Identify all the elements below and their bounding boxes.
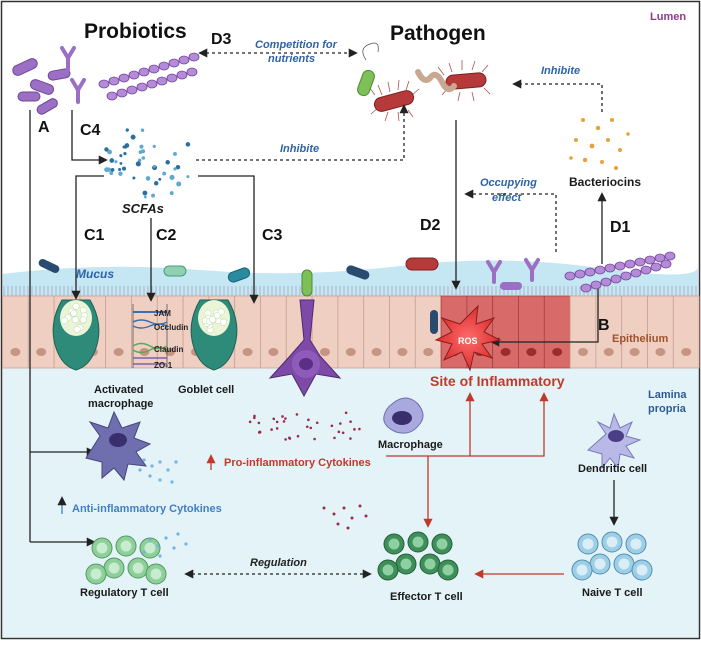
scfa-particles	[104, 128, 191, 199]
code-d1: D1	[610, 219, 631, 236]
activated-macrophage-cell	[85, 410, 152, 482]
dendritic-cell-label: Dendritic cell	[578, 463, 647, 475]
code-d3: D3	[211, 31, 232, 48]
macrophage-label: Macrophage	[378, 439, 443, 451]
regulation-label: Regulation	[250, 557, 307, 569]
ros-label: ROS	[458, 336, 478, 346]
lamina-propria-label-1: Lamina	[648, 389, 687, 401]
goblet-cell-right	[190, 299, 238, 371]
code-b: B	[598, 317, 610, 334]
epithelium-layer	[2, 295, 700, 369]
macrophage-cell	[383, 397, 424, 434]
pathway-c3-arrow	[198, 175, 259, 304]
activated-macrophage-label-2: macrophage	[88, 398, 153, 410]
cytokines-to-inflammation-arrow	[470, 392, 549, 457]
effector-t-cell-label: Effector T cell	[390, 591, 463, 603]
pathway-c4-arrow	[71, 110, 108, 165]
effector-t-cell-cluster	[377, 531, 459, 581]
intraepithelial-dendritic-cell	[268, 269, 342, 398]
surface-bacteria	[38, 251, 676, 334]
tight-junctions	[132, 304, 168, 368]
microvilli	[3, 286, 697, 296]
competition-label-1: Competition for	[255, 39, 338, 51]
anti-inflammatory-label: Anti-inflammatory Cytokines	[72, 503, 222, 515]
junction-claudin: Claudin	[154, 345, 183, 354]
anti-inflammatory-particles	[138, 458, 178, 484]
probiotics-heading: Probiotics	[84, 20, 187, 43]
pro-inflammatory-label: Pro-inflammatory Cytokines	[224, 457, 371, 469]
inhibit-label-mid: Inhibite	[280, 143, 319, 155]
naive-t-cell-label: Naive T cell	[582, 587, 643, 599]
inhibit-label-top: Inhibite	[541, 65, 580, 77]
pathogen-heading: Pathogen	[390, 22, 486, 45]
code-d2: D2	[420, 217, 441, 234]
regulatory-t-cell-label: Regulatory T cell	[80, 587, 169, 599]
lamina-propria-label-2: propria	[648, 403, 687, 415]
lumen-label: Lumen	[650, 11, 686, 23]
junction-jam: JAM	[154, 309, 171, 318]
code-a: A	[38, 119, 50, 136]
effector-cytokine-particles	[322, 504, 368, 530]
activated-macrophage-label-1: Activated	[94, 384, 144, 396]
dendritic-cell	[586, 412, 642, 470]
code-c2: C2	[156, 227, 177, 244]
occupying-label-1: Occupying	[480, 177, 537, 189]
naive-t-cell-cluster	[571, 531, 653, 581]
junction-occludin: Occludin	[154, 323, 188, 332]
goblet-cell-label: Goblet cell	[178, 384, 234, 396]
goblet-cell-left	[52, 299, 100, 371]
competition-label-2: nutrients	[268, 53, 315, 65]
code-c1: C1	[84, 227, 105, 244]
bacteriocins-label: Bacteriocins	[569, 175, 641, 189]
pathway-b-arrow	[490, 286, 599, 347]
site-of-inflammation-label: Site of Inflammatory	[430, 373, 565, 389]
scfas-label: SCFAs	[122, 201, 164, 216]
occupying-arrow	[464, 189, 557, 252]
code-c3: C3	[262, 227, 283, 244]
probiotic-bacteria-cluster	[12, 46, 200, 115]
treg-cytokine-particles	[142, 532, 188, 558]
lamina-propria-region	[2, 368, 699, 637]
epithelium-label: Epithelium	[612, 333, 668, 345]
junction-zo1: ZO-1	[154, 361, 173, 370]
occupying-label-2: effect	[492, 192, 522, 204]
code-c4: C4	[80, 122, 101, 139]
pathogen-bacteria-cluster	[357, 42, 491, 122]
bacteriocins-particles	[569, 118, 630, 170]
bacteriocins-inhibit-arrow	[512, 79, 603, 112]
ros-burst	[434, 304, 502, 372]
mucus-label: Mucus	[76, 267, 114, 281]
pro-inflammatory-particles	[248, 411, 361, 441]
pathway-c1-arrow	[71, 175, 104, 300]
